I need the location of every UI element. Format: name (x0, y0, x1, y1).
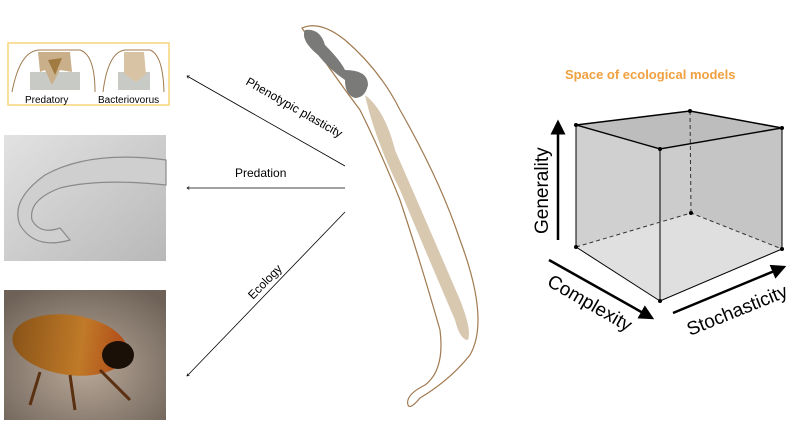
model-space-cube: Space of ecological models Generality Co… (532, 67, 791, 341)
ecology-label: Ecology (245, 262, 285, 302)
predation-label: Predation (235, 166, 286, 180)
plasticity-label: Phenotypic plasticity (244, 74, 345, 140)
bacteriovorus-label: Bacteriovorus (98, 95, 159, 106)
plasticity-arrow (187, 76, 346, 167)
predatory-mouth-illustration (11, 49, 96, 93)
complexity-axis-arrow (548, 258, 655, 320)
cube-title: Space of ecological models (565, 67, 736, 82)
complexity-label: Complexity (544, 271, 636, 336)
generality-label: Generality (532, 147, 553, 234)
beetle-photo (4, 290, 166, 420)
mouth-morph-box: Predatory Bacteriovorus (7, 42, 170, 106)
predatory-label: Predatory (25, 95, 68, 106)
nematode-illustration (301, 25, 479, 408)
ecology-arrow (187, 211, 346, 376)
stochasticity-label: Stochasticity (684, 281, 791, 341)
microscope-image (4, 135, 167, 261)
bacteriovorus-mouth-illustration (102, 49, 165, 93)
stochasticity-axis-arrow (672, 264, 787, 315)
